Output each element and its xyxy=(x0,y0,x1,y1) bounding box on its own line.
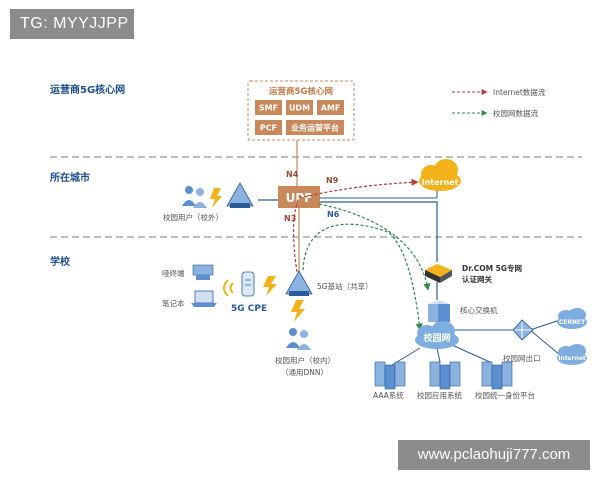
link-exit-internet xyxy=(529,329,561,356)
cernet-label: CERNET xyxy=(559,319,586,326)
terminal-label: 哑终端 xyxy=(162,268,185,278)
core-cell-smf xyxy=(255,100,282,115)
link-campus-identity xyxy=(451,344,493,364)
core-cell-smf-label: SMF xyxy=(259,104,278,113)
link-exit-cernet xyxy=(529,319,561,331)
core-cell-amf-label: AMF xyxy=(321,104,341,113)
onsite-user-label-line1: 校园用户（校内） xyxy=(275,355,335,365)
internet-small-cloud-icon xyxy=(557,344,587,365)
flow-internet-upper xyxy=(299,178,419,199)
offsite-lightning-icon xyxy=(210,188,222,208)
gateway-label-line2: 认证网关 xyxy=(462,274,492,284)
internet-cloud-icon xyxy=(419,159,461,191)
flow-campus-n6 xyxy=(318,203,431,291)
flow-campus xyxy=(302,223,423,331)
identity-label: 校园统一身份平台 xyxy=(475,390,535,400)
core-cell-udm xyxy=(286,100,313,115)
onsite-users-icon xyxy=(286,328,311,350)
label-n9: N9 xyxy=(326,176,339,185)
core-switch-label: 核心交换机 xyxy=(460,305,498,315)
legend-internet-label: Internet数据流 xyxy=(493,87,546,97)
offsite-user-label: 校园用户（校外） xyxy=(163,212,223,222)
aaa-label: AAA系统 xyxy=(373,390,404,400)
watermark-bottom: www.pclaohuji777.com xyxy=(398,440,590,470)
school-base-station-icon xyxy=(285,270,313,296)
zone-label-operator: 运营商5G核心网 xyxy=(50,83,125,96)
wifi-signal-icon xyxy=(223,279,234,297)
terminal-icon xyxy=(192,264,214,280)
cernet-cloud-icon xyxy=(557,308,587,329)
core-switch-icon xyxy=(428,300,450,322)
core-cell-pcf-label: PCF xyxy=(260,124,277,133)
internet-cloud-label: Internet xyxy=(422,178,459,187)
campus-exit-router-icon xyxy=(512,319,534,341)
zone-label-city: 所在城市 xyxy=(50,171,90,184)
flow-internet-lower xyxy=(292,195,301,273)
campus-cloud-icon xyxy=(415,321,459,349)
campus-exit-label: 校园网出口 xyxy=(503,353,541,363)
app-label: 校园应用系统 xyxy=(417,390,462,400)
station-label: 5G基站（共享） xyxy=(317,281,373,291)
offsite-base-station-icon xyxy=(226,182,254,208)
link-upf-gateway xyxy=(320,201,438,262)
onsite-user-label-line2: （通用DNN） xyxy=(281,367,328,377)
core-network-title: 运营商5G核心网 xyxy=(269,86,333,97)
internet-small-label: Internet xyxy=(558,355,586,362)
core-cell-pcf xyxy=(255,120,282,135)
aaa-server-icon xyxy=(374,361,406,390)
cpe-device-icon xyxy=(241,271,255,297)
watermark-top: TG: MYYJJPP xyxy=(10,9,134,39)
core-cell-amf xyxy=(317,100,344,115)
app-server-icon xyxy=(429,361,461,390)
offsite-users-icon xyxy=(182,186,207,208)
core-cell-platform-label: 业务运营平台 xyxy=(291,123,339,133)
campus-cloud-label: 校园网 xyxy=(423,332,450,344)
label-n3: N3 xyxy=(284,214,296,223)
cpe-label: 5G CPE xyxy=(231,304,267,314)
cpe-lightning-icon xyxy=(263,276,277,296)
laptop-icon xyxy=(191,290,217,307)
identity-server-icon xyxy=(481,361,513,390)
label-n6: N6 xyxy=(327,210,340,219)
label-n4: N4 xyxy=(286,170,299,179)
gateway-icon xyxy=(425,264,452,283)
upf-label: UPF xyxy=(286,191,313,205)
core-cell-udm-label: UDM xyxy=(289,104,310,113)
core-cell-platform xyxy=(286,120,344,135)
laptop-label: 笔记本 xyxy=(162,298,185,308)
link-campus-app xyxy=(436,347,441,363)
legend-campus-label: 校园网数据流 xyxy=(493,108,538,118)
zone-label-school: 学校 xyxy=(50,255,71,268)
gateway-label-line1: Dr.COM 5G专网 xyxy=(462,263,523,273)
onsite-lightning-icon xyxy=(291,300,305,322)
core-network-box xyxy=(247,80,355,141)
